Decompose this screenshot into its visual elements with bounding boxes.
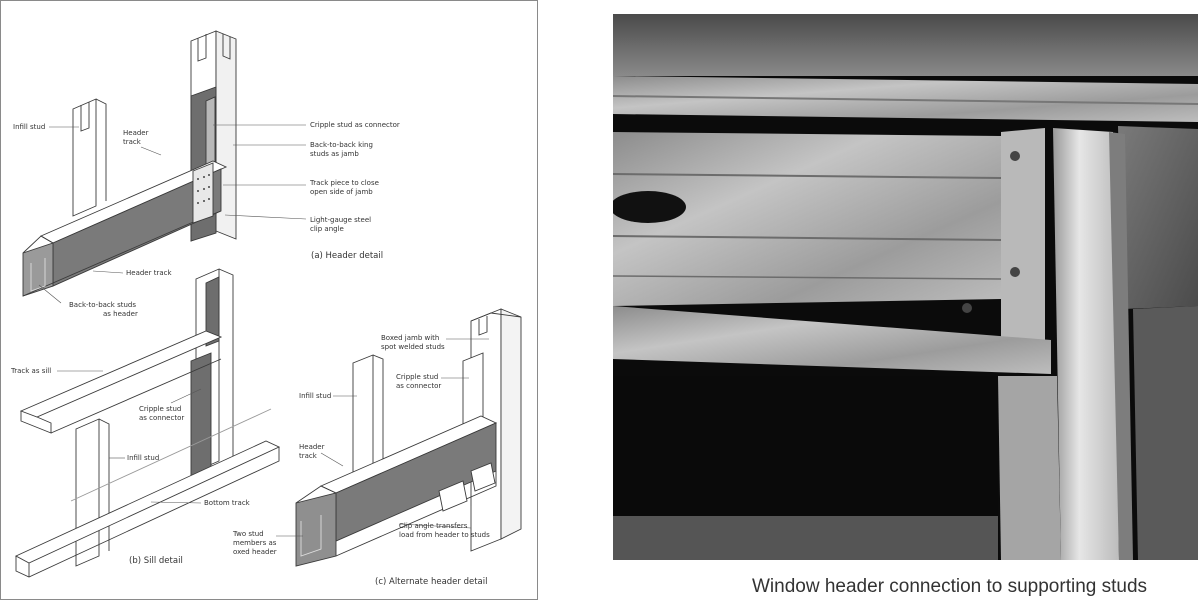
photo-jamb-piece xyxy=(998,376,1061,560)
infill-stud-c-side xyxy=(372,354,384,481)
infill-stud-a-side xyxy=(95,98,107,201)
caption-sill-detail: (b) Sill detail xyxy=(129,556,183,566)
photo-screw-1 xyxy=(1010,151,1020,161)
label-clip-angle-2: clip angle xyxy=(310,225,344,233)
header-end-face xyxy=(22,242,54,297)
label-header-track-a-1: Header xyxy=(123,129,149,137)
infill-stud-a xyxy=(72,98,97,217)
boxed-header-end xyxy=(295,492,337,567)
alternate-header-text: Boxed jamb with spot welded studs Crippl… xyxy=(232,334,490,587)
photo-bottom-flange xyxy=(613,306,1051,374)
label-infill-stud-b: Infill stud xyxy=(127,454,159,462)
clip-angle xyxy=(192,162,214,224)
photo-vertical-stud xyxy=(1053,128,1119,560)
label-cripple-stud-connector-a: Cripple stud as connector xyxy=(310,121,400,129)
sill-detail-leaders xyxy=(57,370,202,504)
caption-header-detail: (a) Header detail xyxy=(311,251,383,261)
photo-header-line-1 xyxy=(613,173,1002,179)
king-stud-flange xyxy=(197,34,207,62)
alternate-header-assembly xyxy=(295,308,522,567)
clip-angle-c-2 xyxy=(470,462,496,492)
label-header-track-c-2: track xyxy=(299,452,318,460)
label-cripple-stud-b-2: as connector xyxy=(139,414,184,422)
window-header-photo-svg xyxy=(613,14,1198,560)
label-back-to-back-header-1: Back-to-back studs xyxy=(69,301,136,309)
photo-right-lower xyxy=(1133,306,1198,560)
sill-track-lip xyxy=(50,358,222,434)
photo-screw-2 xyxy=(1010,267,1020,277)
label-header-track-a-2: track xyxy=(123,138,142,146)
label-back-to-back-king-2: studs as jamb xyxy=(310,150,359,158)
photo-clip-tab xyxy=(1001,128,1045,344)
label-two-stud-2: members as xyxy=(233,539,277,547)
label-boxed-jamb-1: Boxed jamb with xyxy=(381,334,439,342)
boxed-header-end-top xyxy=(295,485,337,504)
boxed-header-end-lips xyxy=(300,515,322,557)
photo-top-sky xyxy=(613,14,1198,76)
label-clip-angle-1: Light-gauge steel xyxy=(310,216,371,224)
label-boxed-jamb-2: spot welded studs xyxy=(381,343,445,351)
label-cripple-stud-c-2: as connector xyxy=(396,382,441,390)
photo-punch-slot xyxy=(613,191,686,223)
boxed-jamb-top xyxy=(470,312,522,322)
photo-caption: Window header connection to supporting s… xyxy=(752,576,1148,597)
label-back-to-back-header-2: as header xyxy=(103,310,138,318)
label-two-stud-1: Two stud xyxy=(232,530,264,538)
sill-detail-assembly xyxy=(14,268,281,578)
sill-jamb-side xyxy=(218,268,240,460)
infill-stud-a-lip xyxy=(80,102,90,132)
header-end-top xyxy=(22,235,54,254)
window-header-photo xyxy=(613,14,1198,560)
infill-stud-b-side xyxy=(98,418,110,551)
king-stud-flange-2 xyxy=(222,34,231,60)
photo-top-track-groove xyxy=(613,95,1198,105)
label-clip-angle-transfers-2: load from header to studs xyxy=(399,531,490,539)
label-infill-stud-c: Infill stud xyxy=(299,392,331,400)
label-infill-stud-a: Infill stud xyxy=(13,123,45,131)
header-detail-text: Infill stud Header track Cripple stud as… xyxy=(13,121,400,318)
infill-stud-b xyxy=(75,418,100,567)
header-detail-leaders xyxy=(38,124,307,304)
header-detail-assembly xyxy=(22,30,237,297)
label-back-to-back-king-1: Back-to-back king xyxy=(310,141,373,149)
construction-detail-svg: Infill stud Header track Cripple stud as… xyxy=(10,30,522,587)
construction-detail-drawing: Infill stud Header track Cripple stud as… xyxy=(0,0,538,600)
photo-header-line-3 xyxy=(613,275,1002,280)
sill-jamb-shade xyxy=(205,276,220,347)
photo-right-upper xyxy=(1118,126,1198,309)
photo-window-opening xyxy=(613,376,998,516)
photo-header-line-2 xyxy=(613,235,1002,241)
alternate-header-leaders xyxy=(276,338,489,537)
photo-lower-ground xyxy=(613,516,998,560)
header-end-lips xyxy=(30,258,46,292)
sill-cripple-shade xyxy=(190,352,212,480)
label-cripple-stud-b-1: Cripple stud xyxy=(139,405,181,413)
sill-track-top xyxy=(19,330,223,418)
label-track-as-sill: Track as sill xyxy=(10,367,51,375)
boxed-jamb-lip xyxy=(478,316,488,336)
photo-screw-3 xyxy=(962,303,972,313)
label-cripple-stud-c-1: Cripple stud xyxy=(396,373,438,381)
photo-stud-edge xyxy=(1109,132,1133,560)
clip-angle-c-1 xyxy=(438,480,468,512)
label-header-track-c-1: Header xyxy=(299,443,325,451)
label-track-piece-1: Track piece to close xyxy=(309,179,379,187)
boxed-header-bottom xyxy=(335,471,497,557)
label-header-track-lower: Header track xyxy=(126,269,172,277)
label-track-piece-2: open side of jamb xyxy=(310,188,373,196)
caption-alternate-header-detail: (c) Alternate header detail xyxy=(375,577,488,587)
sill-detail-text: Track as sill Cripple stud as connector … xyxy=(10,367,251,566)
sill-guide xyxy=(70,408,272,502)
boxed-jamb-side xyxy=(500,308,522,540)
label-two-stud-3: oxed header xyxy=(233,548,277,556)
label-bottom-track: Bottom track xyxy=(204,499,251,507)
clip-angle-screws xyxy=(197,174,210,204)
label-clip-angle-transfers-1: Clip angle transfers xyxy=(399,522,468,530)
